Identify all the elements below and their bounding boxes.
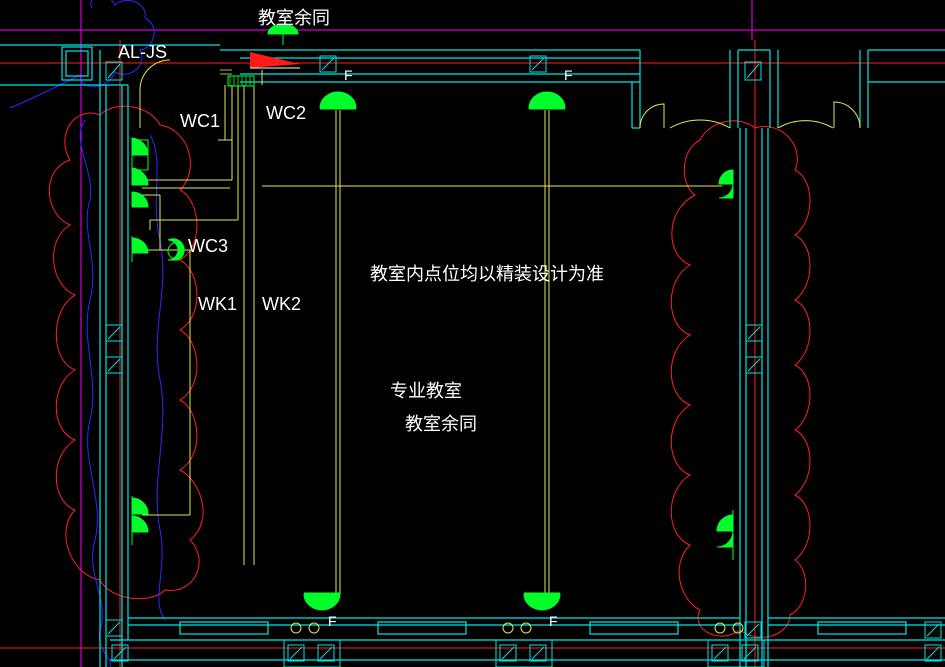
- axis-lines: [0, 40, 945, 667]
- panel-hatch: [220, 69, 232, 75]
- f-tag-3: F: [328, 613, 337, 629]
- center-note: 教室内点位均以精装设计为准: [370, 264, 604, 285]
- wk1-label: WK1: [198, 294, 238, 314]
- room-note: 教室余同: [405, 414, 477, 435]
- f-tag-4: F: [549, 613, 558, 629]
- wc1-label: WC1: [180, 111, 220, 131]
- bottom-fixtures: [290, 622, 744, 634]
- f-tag-1: F: [344, 67, 353, 83]
- door-swing-icons: [139, 59, 861, 129]
- panel-id-label: AL-JS: [118, 42, 168, 62]
- revision-cloud-blue: [9, 0, 166, 667]
- wc2-label: WC2: [266, 103, 306, 123]
- top-room-note: 教室余同: [258, 8, 330, 29]
- distribution-panel-icon: [227, 52, 300, 87]
- window-icons: [105, 55, 942, 667]
- revision-cloud-right: [670, 120, 811, 638]
- revision-cloud-left: [48, 105, 204, 600]
- room-name: 专业教室: [390, 381, 462, 402]
- wk2-label: WK2: [262, 294, 302, 314]
- wc3-label: WC3: [188, 236, 228, 256]
- ceiling-lights: [267, 23, 566, 611]
- f-tag-2: F: [564, 67, 573, 83]
- walls: [0, 44, 945, 667]
- wall-lights: [131, 137, 734, 560]
- circuit-wiring: [142, 70, 722, 595]
